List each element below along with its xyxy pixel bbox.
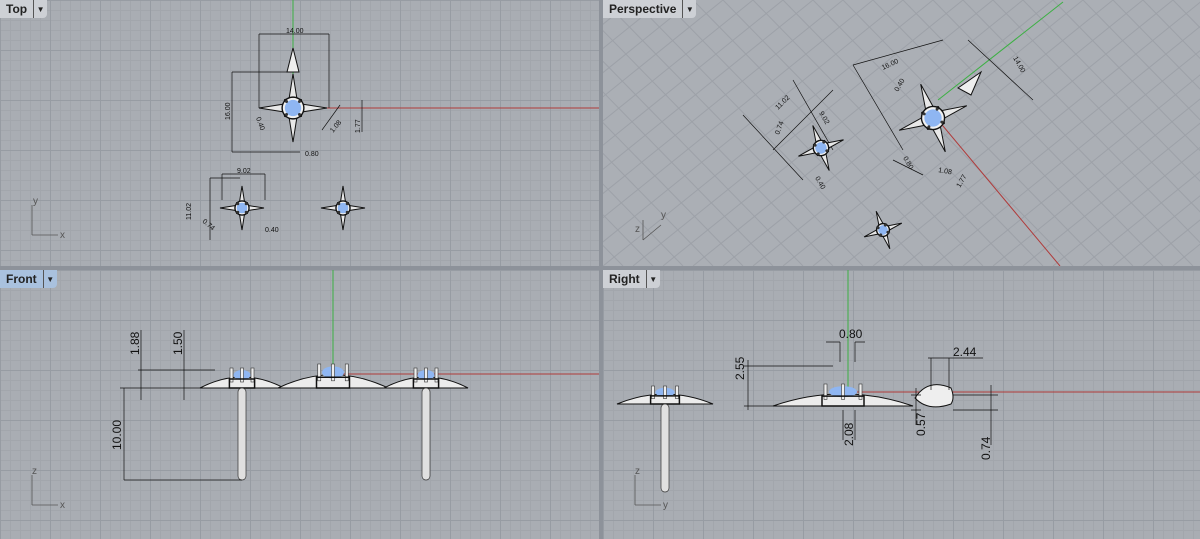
svg-text:0.80: 0.80 bbox=[305, 151, 319, 158]
gem bbox=[236, 202, 248, 214]
viewport-tab-right[interactable]: Right▼ bbox=[603, 270, 660, 288]
pendant-model[interactable] bbox=[790, 117, 852, 179]
chevron-down-icon[interactable]: ▼ bbox=[682, 0, 696, 18]
svg-text:2.55: 2.55 bbox=[733, 356, 747, 380]
perspective-view-canvas: 16.00 14.00 0.40 11.02 9.02 0.74 0.80 1.… bbox=[603, 0, 1200, 266]
gem bbox=[924, 109, 942, 127]
top-view-canvas: 14.00 16.00 0.40 1.08 1.77 0.80 9.02 11.… bbox=[31, 0, 599, 241]
svg-text:2.08: 2.08 bbox=[842, 422, 856, 446]
gem bbox=[284, 99, 302, 117]
viewport-top[interactable]: Top▼ 14.00 16.00 0.40 1.08 1.77 0.80 9.0… bbox=[0, 0, 599, 266]
pendant-side-model[interactable] bbox=[772, 383, 914, 407]
dimension-lines bbox=[744, 341, 998, 445]
svg-text:1.88: 1.88 bbox=[128, 331, 142, 355]
svg-text:0.40: 0.40 bbox=[894, 78, 907, 93]
svg-text:1.77: 1.77 bbox=[956, 174, 969, 189]
svg-text:y: y bbox=[33, 196, 38, 207]
svg-text:11.02: 11.02 bbox=[186, 203, 193, 220]
svg-text:14.00: 14.00 bbox=[1011, 56, 1026, 75]
pendant-model[interactable] bbox=[857, 204, 908, 255]
pendant-side-model[interactable] bbox=[616, 385, 714, 493]
pendant-side-model[interactable] bbox=[383, 367, 469, 481]
pendant-model[interactable] bbox=[219, 185, 265, 231]
svg-text:0.57: 0.57 bbox=[914, 412, 928, 436]
svg-text:11.02: 11.02 bbox=[774, 94, 791, 111]
pendant-side-model[interactable] bbox=[277, 363, 389, 389]
svg-text:1.08: 1.08 bbox=[329, 119, 343, 134]
svg-text:1.77: 1.77 bbox=[355, 119, 362, 133]
viewport-tab-front[interactable]: Front▼ bbox=[0, 270, 57, 288]
dimension-lines bbox=[742, 39, 1034, 181]
viewport-perspective[interactable]: Perspective▼ 16.00 14.00 0.40 11.02 9.02… bbox=[603, 0, 1200, 266]
right-view-canvas: 0.80 2.55 2.44 2.08 0.57 0.74 z y bbox=[616, 270, 1200, 511]
viewport-tab-top[interactable]: Top▼ bbox=[0, 0, 48, 18]
svg-text:0.40: 0.40 bbox=[254, 116, 265, 131]
chevron-down-icon[interactable]: ▼ bbox=[645, 270, 660, 288]
viewport-right[interactable]: Right▼ 0.80 2.55 2.44 2.08 0.57 0.74 z y bbox=[603, 270, 1200, 539]
pendant-model[interactable] bbox=[320, 185, 366, 231]
viewport-front[interactable]: Front▼ 1.88 1.50 10.00 z x bbox=[0, 270, 599, 539]
svg-text:x: x bbox=[60, 500, 65, 511]
svg-text:1.50: 1.50 bbox=[171, 331, 185, 355]
pendant-model[interactable] bbox=[258, 73, 328, 143]
pendant-side-model[interactable] bbox=[199, 367, 285, 481]
svg-text:16.00: 16.00 bbox=[881, 58, 900, 72]
svg-text:z: z bbox=[635, 224, 640, 235]
svg-text:9.02: 9.02 bbox=[237, 168, 251, 175]
chevron-down-icon[interactable]: ▼ bbox=[42, 270, 57, 288]
dimension-lines bbox=[209, 33, 363, 240]
viewport-tab-perspective[interactable]: Perspective▼ bbox=[603, 0, 697, 18]
svg-text:0.74: 0.74 bbox=[201, 218, 216, 232]
svg-text:16.00: 16.00 bbox=[225, 102, 232, 120]
svg-text:x: x bbox=[60, 230, 65, 241]
svg-text:1.08: 1.08 bbox=[938, 167, 953, 176]
svg-text:y: y bbox=[661, 210, 666, 221]
svg-text:0.80: 0.80 bbox=[839, 327, 863, 341]
svg-text:0.40: 0.40 bbox=[265, 227, 279, 234]
svg-text:2.44: 2.44 bbox=[953, 345, 977, 359]
svg-text:9.02: 9.02 bbox=[817, 111, 830, 126]
dimension-lines bbox=[120, 330, 242, 481]
svg-text:y: y bbox=[663, 500, 668, 511]
pendant-model[interactable] bbox=[887, 72, 979, 164]
front-view-canvas: 1.88 1.50 10.00 z x bbox=[31, 270, 599, 511]
svg-text:z: z bbox=[635, 466, 640, 477]
gem bbox=[815, 142, 827, 154]
svg-text:0.74: 0.74 bbox=[979, 436, 993, 460]
svg-text:0.40: 0.40 bbox=[813, 176, 826, 191]
gem bbox=[878, 225, 888, 235]
svg-text:0.74: 0.74 bbox=[774, 120, 785, 135]
svg-text:10.00: 10.00 bbox=[110, 420, 124, 450]
svg-text:14.00: 14.00 bbox=[286, 28, 304, 35]
chevron-down-icon[interactable]: ▼ bbox=[33, 0, 47, 18]
axis-gizmo bbox=[31, 205, 58, 236]
svg-text:z: z bbox=[32, 466, 37, 477]
gem bbox=[337, 202, 349, 214]
